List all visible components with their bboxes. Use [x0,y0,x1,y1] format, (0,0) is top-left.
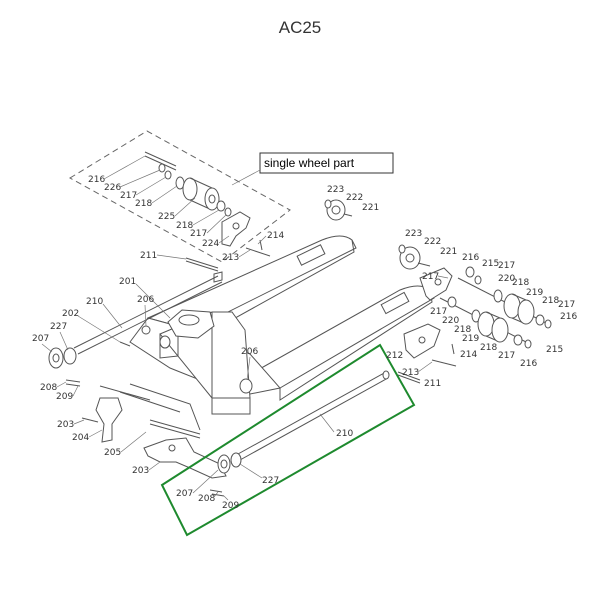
label-205: 205 [104,448,121,458]
label-220: 220 [442,316,459,326]
label-204: 204 [72,433,89,443]
left-labels: 211 201 210 206 202 227 207 208 209 206 … [32,251,353,511]
label-212: 212 [386,351,403,361]
label-209: 209 [56,392,73,402]
label-206: 206 [241,347,258,357]
label-218: 218 [135,199,152,209]
label-216: 216 [88,175,105,185]
right-labels: 223 222 221 223 222 221 217 216 215 217 … [327,185,577,389]
label-220: 220 [498,274,515,284]
label-227: 227 [50,322,67,332]
label-215: 215 [546,345,563,355]
label-222: 222 [346,193,363,203]
label-219: 219 [462,334,479,344]
label-210: 210 [86,297,103,307]
single-wheel-callout-text: single wheel part [264,156,355,170]
label-217: 217 [422,272,439,282]
label-218: 218 [542,296,559,306]
label-217: 217 [190,229,207,239]
label-207: 207 [176,489,193,499]
label-206: 206 [137,295,154,305]
single-wheel-group: single wheel part 216 226 217 21 [69,130,394,263]
label-224: 224 [202,239,219,249]
label-218: 218 [512,278,529,288]
upper-push-rod [48,257,223,401]
label-208: 208 [40,383,57,393]
label-226: 226 [104,183,121,193]
label-207: 207 [32,334,49,344]
label-211: 211 [140,251,157,261]
label-217: 217 [430,307,447,317]
label-216: 216 [560,312,577,322]
label-215: 215 [482,259,499,269]
label-216: 216 [462,253,479,263]
label-218: 218 [480,343,497,353]
label-218: 218 [454,325,471,335]
label-217: 217 [498,351,515,361]
single-wheel-callout-box [259,152,394,174]
label-223: 223 [327,185,344,195]
label-223: 223 [405,229,422,239]
label-227: 227 [262,476,279,486]
label-216: 216 [520,359,537,369]
label-214: 214 [460,350,477,360]
label-201: 201 [119,277,136,287]
label-221: 221 [362,203,379,213]
highlight-box [160,343,416,537]
label-203: 203 [132,466,149,476]
label-214: 214 [267,231,284,241]
label-217: 217 [498,261,515,271]
lower-push-rod [209,370,421,497]
label-202: 202 [62,309,79,319]
label-222: 222 [424,237,441,247]
label-203: 203 [57,420,74,430]
label-217: 217 [558,300,575,310]
label-208: 208 [198,494,215,504]
label-217: 217 [120,191,137,201]
label-211: 211 [424,379,441,389]
single-wheel [182,177,220,211]
label-218: 218 [176,221,193,231]
truck-frame [129,235,435,415]
label-225: 225 [158,212,175,222]
label-210: 210 [336,429,353,439]
lower-linkage [81,383,227,479]
page-title: AC25 [278,18,322,37]
single-wheel-dashed-outline [69,130,291,263]
double-wheel-group [324,199,552,367]
label-213: 213 [402,368,419,378]
label-221: 221 [440,247,457,257]
label-219: 219 [526,288,543,298]
label-213: 213 [222,253,239,263]
label-209: 209 [222,501,239,511]
